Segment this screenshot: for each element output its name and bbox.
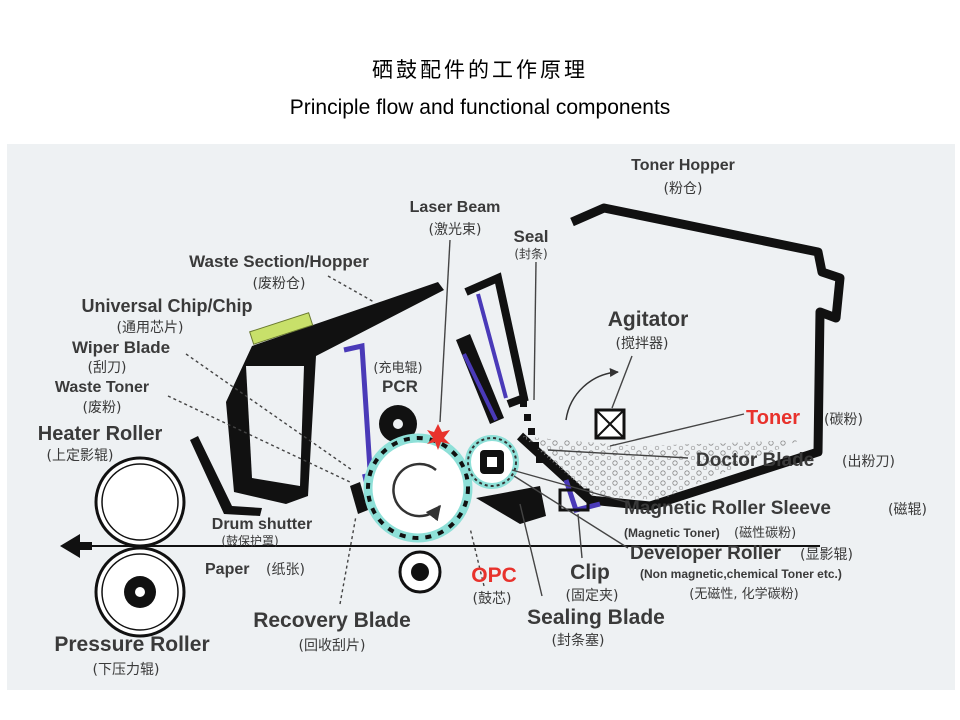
transfer-roller-core bbox=[411, 563, 429, 581]
seal-frame bbox=[464, 272, 529, 408]
clip-box bbox=[558, 488, 590, 512]
leader-lines bbox=[167, 239, 745, 605]
drum-shutter bbox=[190, 436, 262, 516]
developer-roller-label: Developer Roller bbox=[630, 543, 782, 564]
toner-hopper-housing bbox=[516, 203, 845, 511]
waste-section-label: Waste Section/Hopper bbox=[189, 252, 369, 271]
laser-beam-cn: (激光束) bbox=[429, 221, 482, 238]
seal-strip bbox=[476, 293, 508, 399]
magnetic-roller-label: Magnetic Roller Sleeve bbox=[624, 498, 831, 519]
pressure-roller-cn: (下压力辊) bbox=[93, 662, 160, 678]
agitator-cross-b bbox=[595, 409, 625, 439]
opc-label: OPC bbox=[471, 564, 517, 587]
magnetic-roller-cn: (磁辊) bbox=[888, 502, 927, 518]
heater-roller-cn: (上定影辊) bbox=[47, 448, 114, 464]
seal-cn: (封条) bbox=[514, 247, 547, 261]
paper-cn: (纸张) bbox=[266, 562, 305, 578]
universal-chip bbox=[249, 312, 314, 345]
clip-label: Clip bbox=[570, 561, 610, 584]
toner-hopper-label: Toner Hopper bbox=[631, 157, 735, 174]
magnetic-roller-note: (Magnetic Toner) bbox=[624, 526, 720, 540]
developer-roller-cn: (显影辊) bbox=[800, 547, 853, 563]
seal-label: Seal bbox=[514, 227, 549, 246]
clip-body bbox=[476, 486, 546, 524]
recovery-blade bbox=[350, 482, 368, 514]
paper-arrow-tail bbox=[78, 542, 92, 550]
clip-cn: (固定夹) bbox=[566, 588, 619, 604]
laser-spark-icon bbox=[427, 424, 450, 450]
drum-shutter-label: Drum shutter bbox=[212, 516, 312, 533]
wiper-blade-label: Wiper Blade bbox=[72, 338, 170, 357]
doctor-blade-cn: (出粉刀) bbox=[842, 454, 895, 470]
opc-drum-dashes bbox=[366, 436, 470, 540]
toner-label: Toner bbox=[746, 407, 800, 429]
universal-chip-cn: (通用芯片) bbox=[117, 320, 184, 336]
laser-beam-label: Laser Beam bbox=[410, 199, 501, 216]
pressure-roller-label: Pressure Roller bbox=[54, 633, 209, 656]
pressure-roller-inner bbox=[101, 553, 179, 631]
heater-roller-label: Heater Roller bbox=[38, 423, 163, 445]
page-title-cn: 硒鼓配件的工作原理 bbox=[372, 58, 588, 82]
recovery-blade-label: Recovery Blade bbox=[253, 609, 411, 632]
sealing-blade-cn: (封条塞) bbox=[552, 632, 605, 649]
drum-shutter-cn: (鼓保护罩) bbox=[221, 534, 278, 548]
seal-chain bbox=[520, 400, 543, 463]
toner-cn: (碳粉) bbox=[824, 412, 863, 428]
doctor-blade-body bbox=[456, 334, 504, 424]
recovery-blade-cn: (回收刮片) bbox=[299, 638, 366, 654]
agitator-cn: (搅拌器) bbox=[616, 336, 669, 352]
magnetic-roller-core-hole bbox=[487, 457, 497, 467]
sealing-blade-label: Sealing Blade bbox=[527, 606, 665, 629]
waste-toner-label: Waste Toner bbox=[55, 379, 149, 396]
opc-cn: (鼓芯) bbox=[473, 591, 512, 607]
pressure-roller-hub bbox=[135, 587, 145, 597]
wiper-blade bbox=[343, 342, 373, 471]
toner-hopper-cn: (粉仓) bbox=[664, 181, 703, 197]
agitator-label: Agitator bbox=[608, 308, 689, 331]
doctor-blade-label: Doctor Blade bbox=[696, 450, 814, 471]
heater-roller-inner bbox=[101, 463, 179, 541]
magnetic-roller-note-cn: (磁性碳粉) bbox=[734, 526, 796, 541]
wiper-blade-cn: (刮刀) bbox=[88, 360, 127, 376]
paper-direction-arrow bbox=[60, 534, 80, 558]
agitator-rotation-arrow bbox=[565, 368, 619, 421]
universal-chip-label: Universal Chip/Chip bbox=[81, 296, 252, 316]
doctor-blade-strip bbox=[462, 353, 498, 421]
page-title-en: Principle flow and functional components bbox=[289, 96, 671, 119]
pcr-label: PCR bbox=[382, 377, 418, 396]
opc-rotation-arrow bbox=[392, 462, 441, 522]
developer-roller-note: (Non magnetic,chemical Toner etc.) bbox=[640, 567, 842, 581]
developer-roller-note-cn: (无磁性, 化学碳粉) bbox=[689, 586, 798, 602]
waste-section-cn: (废粉仓) bbox=[253, 276, 306, 292]
waste-toner-cn: (废粉) bbox=[83, 400, 122, 416]
heater-roller bbox=[94, 456, 186, 548]
waste-hopper-inner bbox=[246, 366, 304, 486]
magnetic-roller-dots bbox=[467, 437, 517, 487]
pcr-core bbox=[393, 419, 403, 429]
paper-label: Paper bbox=[205, 561, 249, 578]
pcr-cn: (充电辊) bbox=[373, 360, 422, 376]
